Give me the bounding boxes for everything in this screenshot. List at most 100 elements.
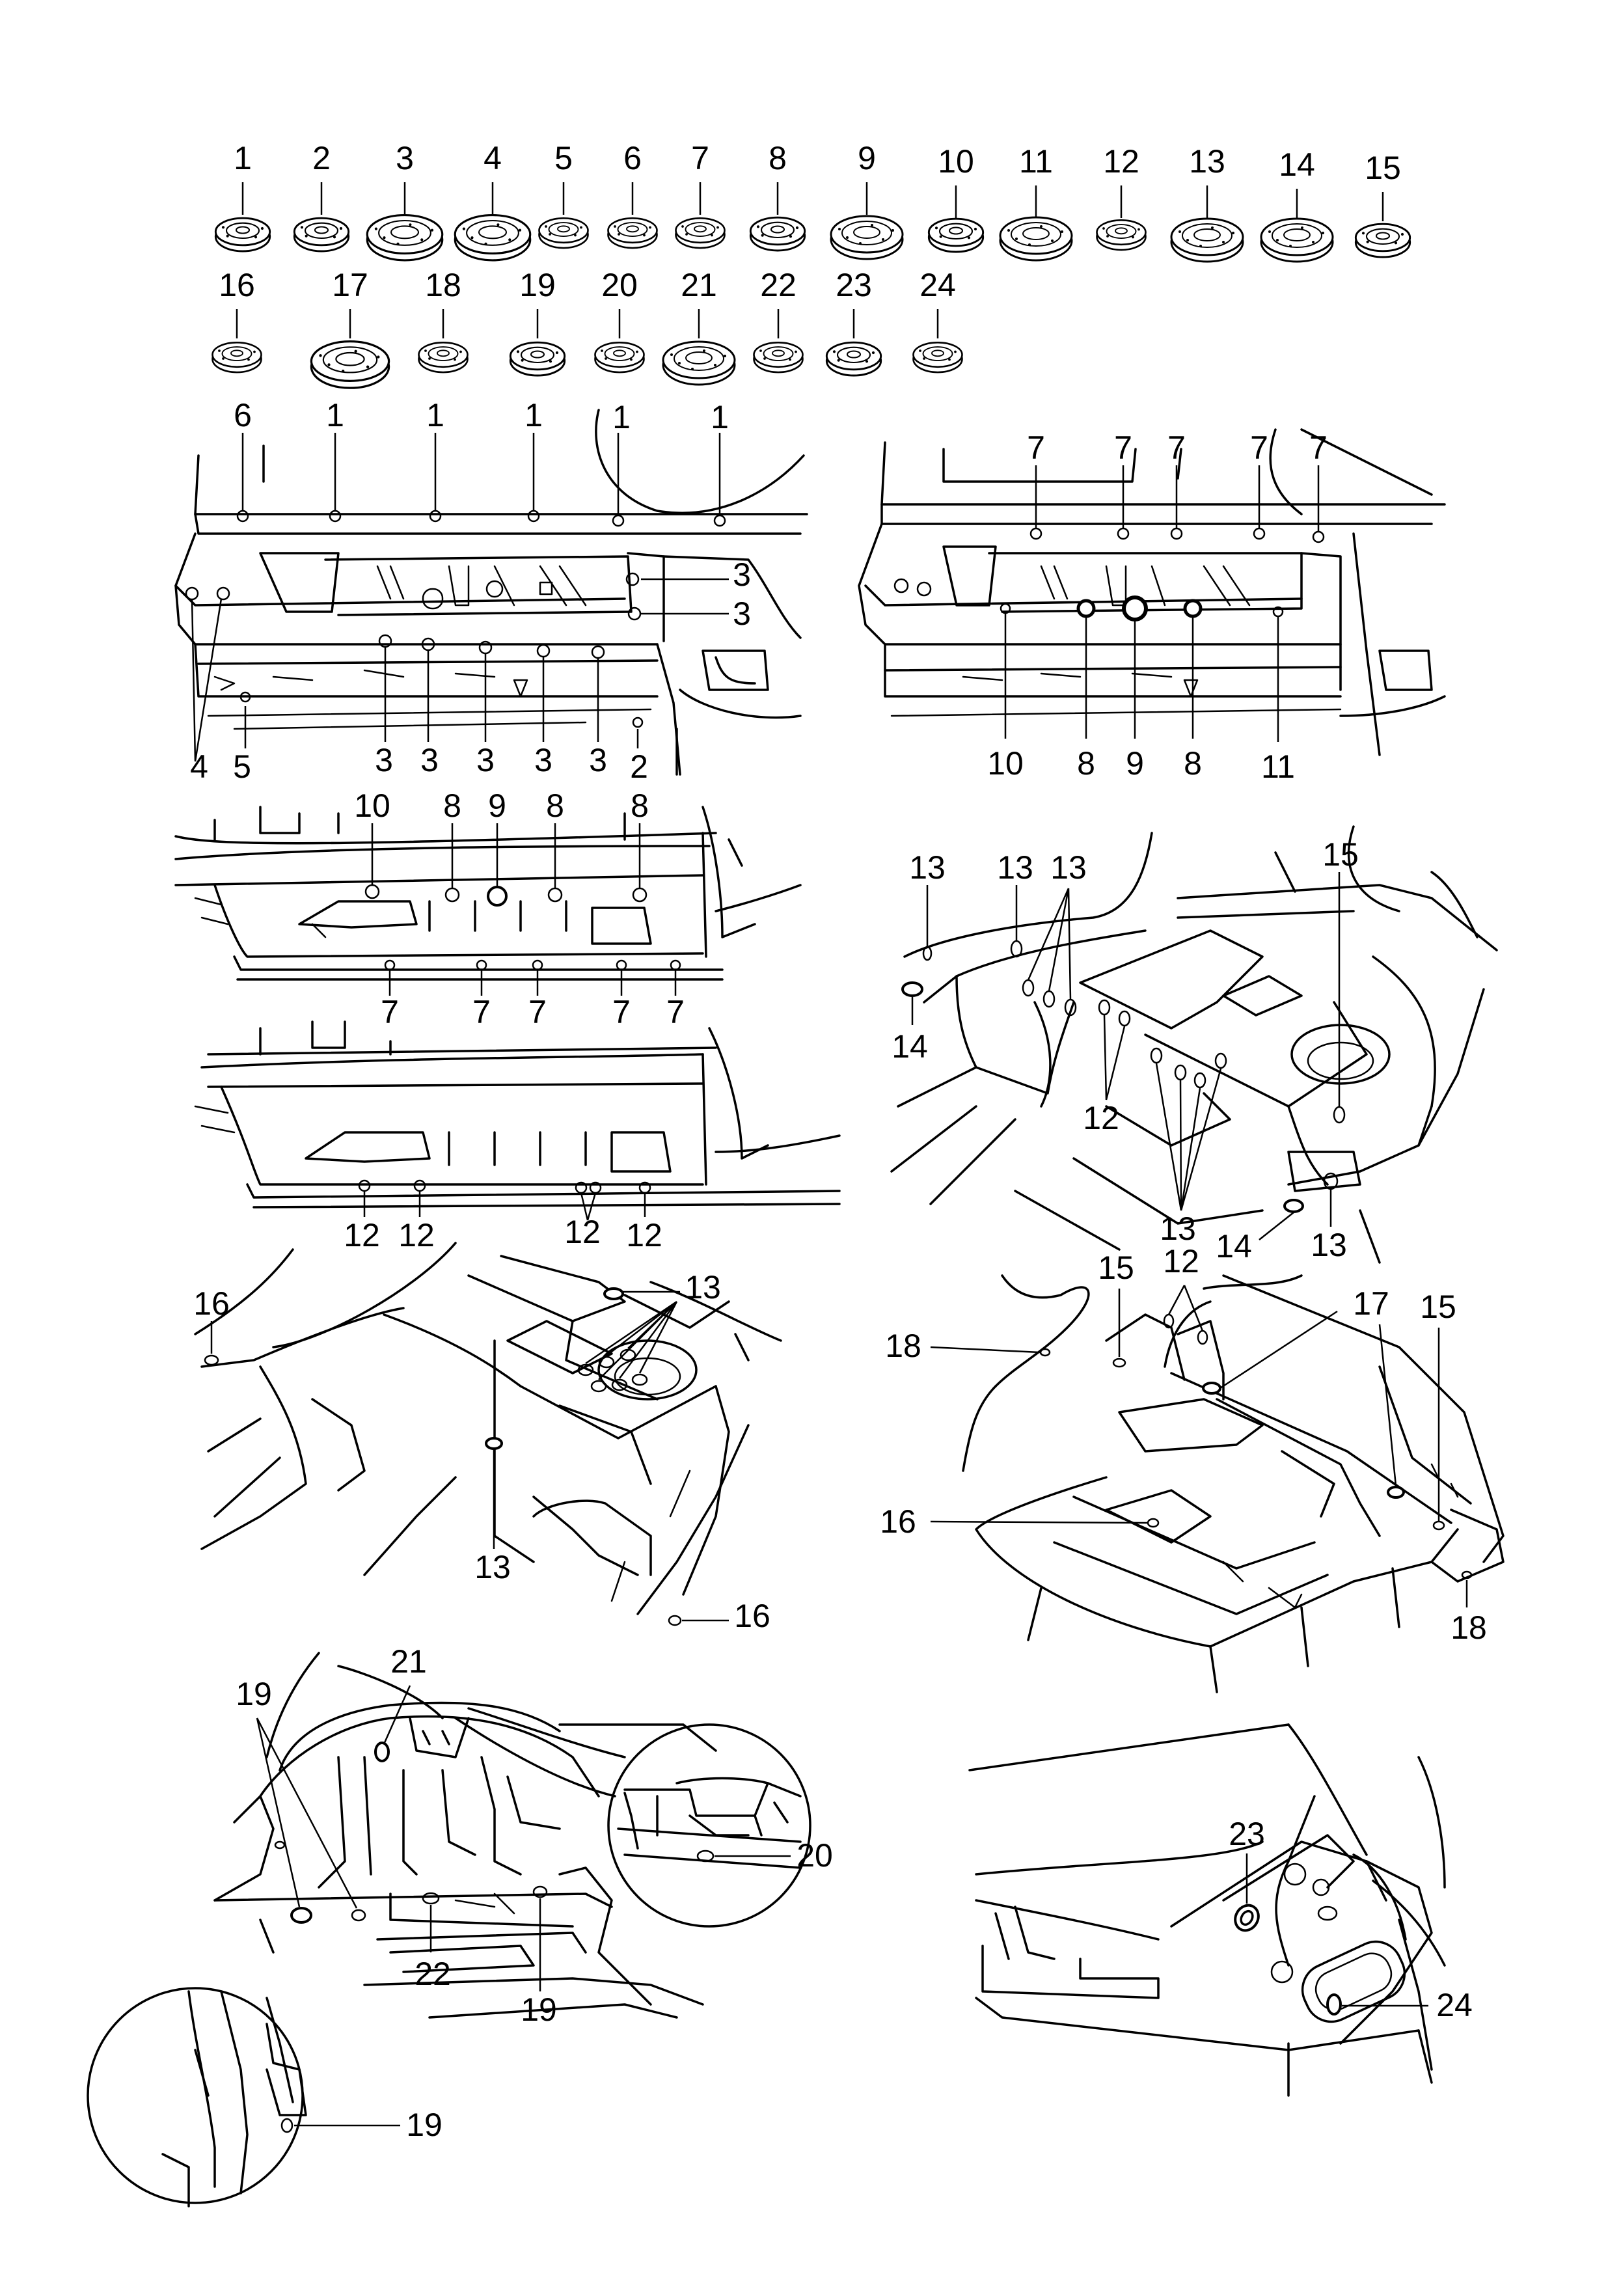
callout-label: 10	[987, 745, 1024, 782]
callout-label: 7	[1027, 430, 1045, 466]
callout-label: 8	[1077, 745, 1095, 782]
grommet-icon	[662, 340, 736, 386]
callout-label: 2	[630, 748, 648, 785]
callout-label: 24	[1436, 1987, 1473, 2023]
view-front-left: 6 1 1 1 1 1 3 3 4 5 3 3 3 3 3 2	[174, 397, 808, 785]
callout-label: 12	[1083, 1100, 1119, 1136]
grommet-icon	[1170, 217, 1244, 263]
legend-label: 14	[1279, 146, 1315, 183]
legend-label: 11	[1019, 143, 1053, 180]
part-markers	[364, 884, 681, 971]
grommet-icon	[999, 216, 1073, 262]
callout-label: 19	[406, 2107, 443, 2143]
grommet-icon	[509, 341, 566, 377]
callout-label: 14	[1216, 1228, 1252, 1264]
grommet-icon	[825, 341, 882, 377]
part-markers	[1234, 1904, 1342, 2016]
grommet-icon	[607, 217, 658, 249]
callout-label: 14	[892, 1028, 928, 1065]
callout-label: 3	[476, 742, 495, 778]
part-markers	[204, 1287, 682, 1626]
grommet-icon	[749, 216, 806, 252]
legend-label: 17	[332, 267, 368, 303]
part-markers	[358, 1179, 651, 1194]
callout-label: 7	[1309, 430, 1328, 466]
callout-label: 7	[1250, 430, 1268, 466]
callout-label: 15	[1420, 1289, 1456, 1325]
callout-label: 19	[236, 1676, 272, 1712]
callout-label: 8	[1184, 745, 1202, 782]
callout-label: 20	[797, 1837, 833, 1874]
part-markers	[1000, 527, 1325, 622]
callout-label: 1	[524, 397, 543, 433]
part-markers	[274, 1742, 715, 2133]
callout-label: 11	[1261, 748, 1295, 785]
grommet-icon	[293, 217, 350, 253]
callout-label: 1	[326, 397, 344, 433]
legend-label: 16	[219, 267, 255, 303]
callout-label: 7	[528, 994, 547, 1030]
callout-label: 3	[589, 742, 607, 778]
callout-label: 3	[420, 742, 439, 778]
view-side-upper: 10 8 9 8 8 7 7 7 7 7	[174, 787, 802, 1030]
grommet-icon	[1096, 219, 1147, 251]
grommet-icon	[912, 341, 963, 374]
callout-label: 16	[193, 1285, 230, 1322]
legend-label: 2	[312, 140, 331, 176]
callout-label: 16	[880, 1503, 916, 1540]
legend-label: 9	[858, 140, 876, 176]
grommet-icon	[1354, 223, 1411, 258]
grommet-icon	[753, 341, 804, 374]
legend-label: 18	[425, 267, 461, 303]
legend-label: 6	[623, 140, 642, 176]
callout-label: 10	[354, 787, 390, 824]
grommet-icon	[538, 217, 589, 249]
callout-label: 9	[1126, 745, 1144, 782]
legend-label: 12	[1103, 143, 1139, 180]
legend-label: 3	[396, 140, 414, 176]
callout-label: 7	[612, 994, 631, 1030]
callout-label: 16	[734, 1598, 770, 1634]
legend-label: 20	[601, 267, 638, 303]
view-floor-left: 16 13 13 16	[193, 1242, 782, 1634]
grommet-icon	[310, 340, 390, 389]
grommet-icon	[214, 217, 271, 253]
legend-label: 15	[1365, 150, 1401, 186]
legend-label: 23	[836, 267, 872, 303]
callout-label: 6	[234, 397, 252, 433]
callout-label: 12	[564, 1214, 601, 1250]
grommet-icon	[366, 214, 444, 262]
legend-label: 8	[769, 140, 787, 176]
callout-label: 7	[1114, 430, 1132, 466]
legend-label: 10	[938, 143, 974, 180]
callout-label: 18	[1451, 1609, 1487, 1646]
callout-label: 9	[488, 787, 506, 824]
callout-label: 13	[909, 849, 946, 886]
grommet-icon	[418, 341, 469, 374]
view-rear-side: 23 24	[968, 1723, 1473, 2097]
part-markers	[901, 940, 1346, 1213]
grommet-icon	[454, 214, 532, 262]
callout-label: 5	[233, 748, 251, 785]
callout-label: 8	[631, 787, 649, 824]
legend-label: 1	[234, 140, 252, 176]
grommet-icon	[594, 341, 645, 374]
grommet-icon	[830, 215, 904, 260]
callout-label: 3	[534, 742, 552, 778]
callout-label: 15	[1322, 836, 1359, 873]
callout-label: 13	[474, 1549, 511, 1585]
grommet-icon	[675, 217, 726, 249]
callout-label: 1	[426, 397, 444, 433]
callout-label: 7	[472, 994, 491, 1030]
callout-label: 17	[1353, 1285, 1389, 1322]
callout-label: 4	[190, 748, 208, 785]
callout-label: 15	[1098, 1250, 1134, 1286]
callout-label: 1	[612, 399, 631, 435]
grommet-icon	[211, 341, 262, 374]
callout-label: 3	[375, 742, 393, 778]
callout-label: 13	[685, 1269, 721, 1305]
callout-label: 12	[344, 1217, 380, 1253]
view-rear-floor: 15 12 18 17 15 16 18	[880, 1243, 1505, 1693]
